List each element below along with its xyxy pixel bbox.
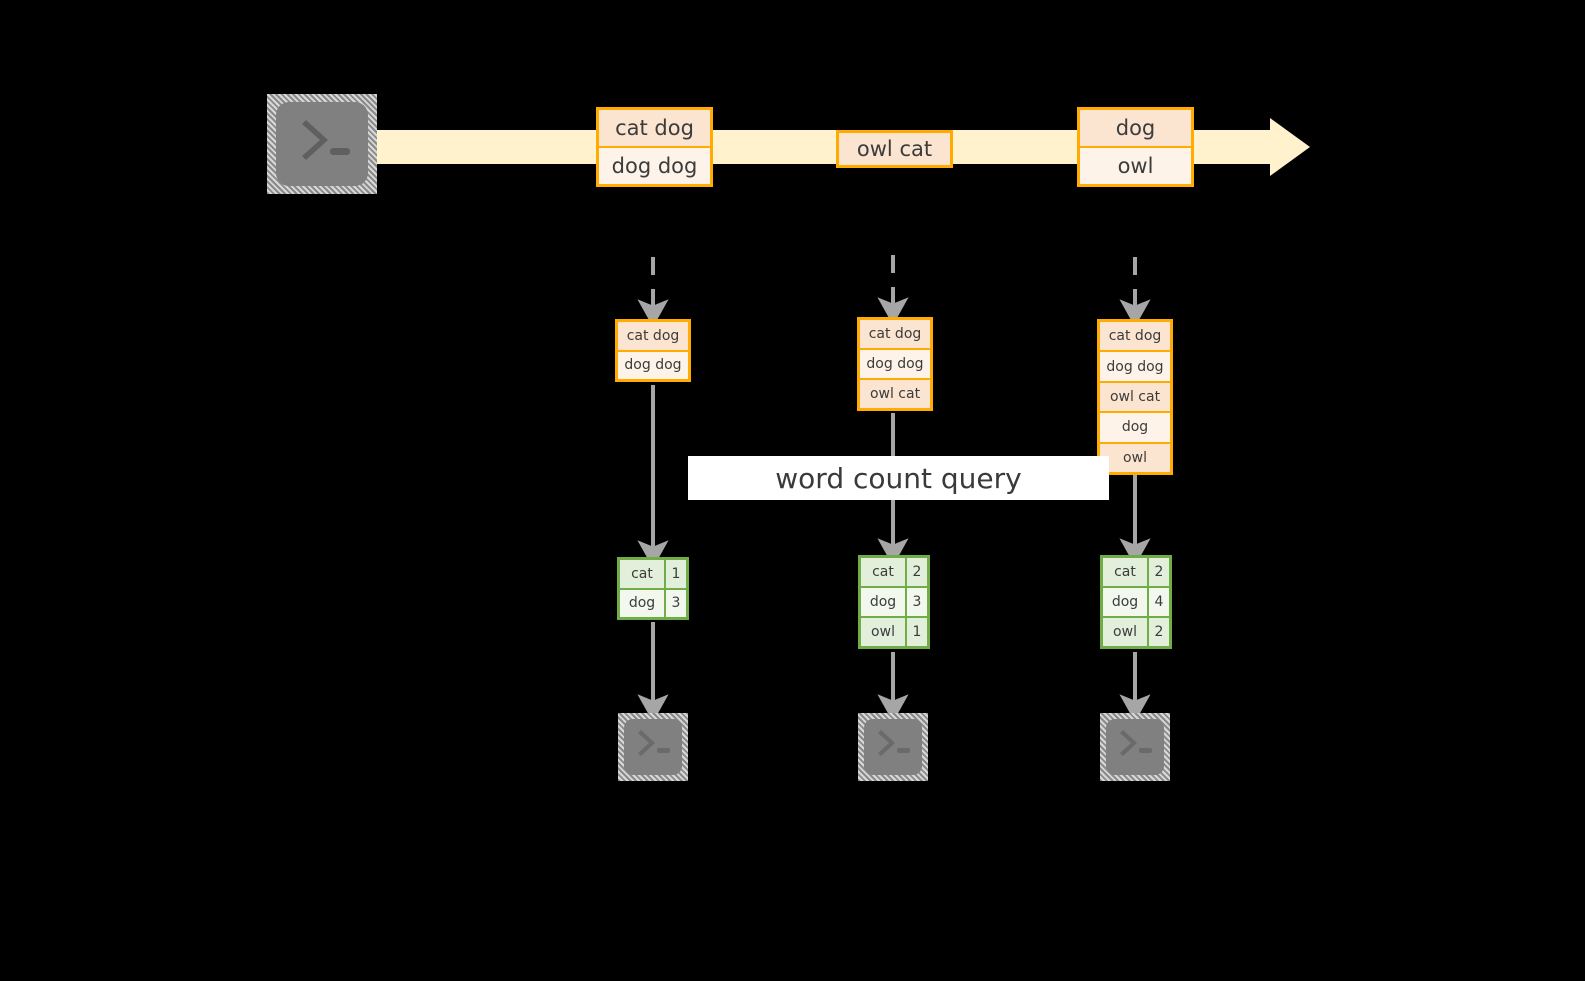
sink-terminal-icon-3 bbox=[1100, 713, 1170, 781]
snapshot-input-2: cat dog dog dog owl cat bbox=[857, 317, 933, 411]
result-table-1: cat 1 dog 3 bbox=[617, 557, 689, 620]
result-row: cat 1 bbox=[620, 560, 686, 588]
result-row: cat 2 bbox=[861, 558, 927, 586]
result-row: owl 2 bbox=[1103, 616, 1169, 646]
result-word: owl bbox=[1103, 618, 1149, 646]
snapshot-input-row: cat dog bbox=[1100, 322, 1170, 351]
snapshot-input-row: owl bbox=[1100, 441, 1170, 473]
result-row: cat 2 bbox=[1103, 558, 1169, 586]
stream-record-line: dog bbox=[1080, 110, 1191, 146]
snapshot-input-row: cat dog bbox=[860, 320, 930, 348]
sink-terminal-icon-1 bbox=[618, 713, 688, 781]
result-row: owl 1 bbox=[861, 616, 927, 646]
snapshot-input-3: cat dog dog dog owl cat dog owl bbox=[1097, 319, 1173, 475]
result-row: dog 4 bbox=[1103, 586, 1169, 616]
result-count: 3 bbox=[666, 589, 686, 617]
stream-record-line: dog dog bbox=[599, 146, 710, 184]
query-label-text: word count query bbox=[775, 461, 1022, 495]
result-row: dog 3 bbox=[620, 587, 686, 617]
result-word: dog bbox=[861, 588, 907, 616]
snapshot-input-row: cat dog bbox=[618, 322, 688, 350]
terminal-prompt-glyph bbox=[624, 719, 682, 775]
snapshot-input-row: dog dog bbox=[860, 348, 930, 378]
result-count: 1 bbox=[666, 560, 686, 588]
sink-terminal-icon-2 bbox=[858, 713, 928, 781]
result-count: 2 bbox=[1149, 618, 1169, 646]
result-row: dog 3 bbox=[861, 586, 927, 616]
terminal-prompt-glyph bbox=[276, 102, 368, 186]
stream-record-line: owl bbox=[1080, 146, 1191, 184]
terminal-prompt-glyph bbox=[1106, 719, 1164, 775]
snapshot-input-row: owl cat bbox=[860, 378, 930, 408]
snapshot-input-row: dog dog bbox=[618, 349, 688, 379]
result-word: cat bbox=[1103, 558, 1149, 586]
result-word: cat bbox=[620, 560, 666, 588]
snapshot-input-1: cat dog dog dog bbox=[615, 319, 691, 382]
stream-record-line: owl cat bbox=[839, 133, 950, 165]
result-count: 2 bbox=[907, 558, 927, 586]
query-label-band: word count query bbox=[688, 456, 1109, 500]
terminal-prompt-glyph bbox=[864, 719, 922, 775]
result-word: owl bbox=[861, 618, 907, 646]
snapshot-input-row: dog dog bbox=[1100, 350, 1170, 381]
source-terminal-icon bbox=[267, 94, 377, 194]
result-word: dog bbox=[1103, 588, 1149, 616]
result-count: 3 bbox=[907, 588, 927, 616]
result-word: dog bbox=[620, 589, 666, 617]
result-table-3: cat 2 dog 4 owl 2 bbox=[1100, 555, 1172, 649]
stream-record-3: dog owl bbox=[1077, 107, 1194, 187]
stream-record-2: owl cat bbox=[836, 130, 953, 168]
snapshot-input-row: dog bbox=[1100, 411, 1170, 442]
result-count: 4 bbox=[1149, 588, 1169, 616]
snapshot-input-row: owl cat bbox=[1100, 380, 1170, 412]
result-count: 1 bbox=[907, 618, 927, 646]
result-table-2: cat 2 dog 3 owl 1 bbox=[858, 555, 930, 649]
result-word: cat bbox=[861, 558, 907, 586]
result-count: 2 bbox=[1149, 558, 1169, 586]
stream-record-1: cat dog dog dog bbox=[596, 107, 713, 187]
stream-record-line: cat dog bbox=[599, 110, 710, 146]
